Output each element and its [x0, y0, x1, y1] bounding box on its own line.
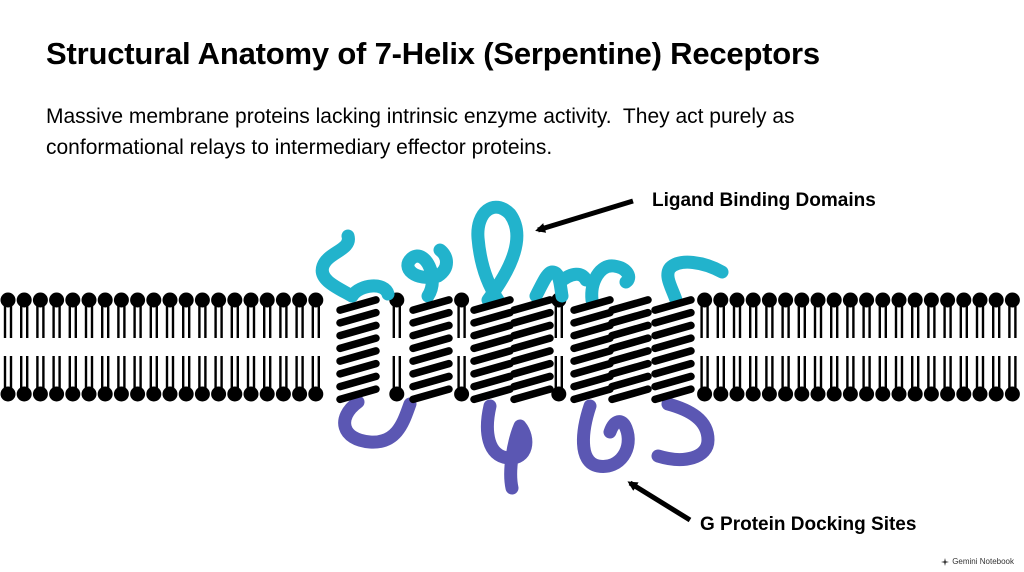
lipid	[1004, 292, 1020, 402]
lipid	[243, 292, 259, 402]
lipid	[745, 292, 761, 402]
transmembrane-helices	[336, 296, 695, 404]
lipid-bilayer	[0, 292, 1020, 402]
ligand-binding-label: Ligand Binding Domains	[652, 190, 876, 211]
extracellular-loop-1	[345, 279, 395, 303]
intracellular-loop-4	[651, 397, 715, 466]
gprotein-arrow	[627, 480, 692, 523]
lipid	[227, 292, 243, 402]
watermark: Gemini Notebook	[941, 557, 1014, 566]
lipid	[65, 292, 81, 402]
lipid	[956, 292, 972, 402]
lipid	[859, 292, 875, 402]
lipid	[713, 292, 729, 402]
lipid	[162, 292, 178, 402]
helix-1	[336, 296, 380, 404]
extracellular-loop-3	[471, 200, 524, 307]
lipid	[292, 292, 308, 402]
lipid	[810, 292, 826, 402]
lipid	[875, 292, 891, 402]
slide-title: Structural Anatomy of 7-Helix (Serpentin…	[46, 36, 820, 71]
lipid	[49, 292, 65, 402]
helix-5	[570, 296, 614, 404]
subtitle-line: Massive membrane proteins lacking intrin…	[46, 105, 795, 128]
subtitle-line: conformational relays to intermediary ef…	[46, 136, 553, 159]
helix-4	[510, 296, 554, 404]
lipid	[940, 292, 956, 402]
intracellular-loop-1	[338, 395, 417, 449]
extracellular-loop-6	[661, 255, 729, 307]
extracellular-loop-4	[529, 265, 593, 303]
helix-6	[608, 296, 652, 404]
lipid	[97, 292, 113, 402]
lipid	[729, 292, 745, 402]
lipid	[16, 292, 32, 402]
lipid	[778, 292, 794, 402]
lipid	[794, 292, 810, 402]
n-terminus-tail	[315, 229, 359, 303]
lipid	[988, 292, 1004, 402]
lipid	[32, 292, 48, 402]
lipid	[275, 292, 291, 402]
lipid	[907, 292, 923, 402]
helix-7	[651, 296, 695, 404]
watermark-text: Gemini Notebook	[952, 557, 1014, 566]
lipid	[113, 292, 129, 402]
lipid	[130, 292, 146, 402]
slide-subtitle: Massive membrane proteins lacking intrin…	[46, 101, 976, 163]
lipid	[923, 292, 939, 402]
lipid	[389, 292, 405, 402]
lipid	[81, 292, 97, 402]
lipid	[842, 292, 858, 402]
intracellular-loop-3	[576, 399, 635, 473]
lipid	[761, 292, 777, 402]
gprotein-docking-label: G Protein Docking Sites	[700, 514, 916, 535]
lipid	[697, 292, 713, 402]
helix-2	[409, 296, 453, 404]
lipid	[211, 292, 227, 402]
lipid	[972, 292, 988, 402]
sparkle-icon	[941, 557, 950, 566]
extracellular-loop-2	[401, 243, 453, 303]
lipid	[551, 292, 567, 402]
lipid	[146, 292, 162, 402]
lipid	[308, 292, 324, 402]
lipid	[178, 292, 194, 402]
lipid	[194, 292, 210, 402]
helix-3	[470, 296, 514, 404]
extracellular-loops	[315, 200, 729, 307]
lipid	[826, 292, 842, 402]
lipid	[891, 292, 907, 402]
intracellular-loops	[338, 395, 715, 495]
intracellular-loop-2	[481, 399, 533, 495]
lipid	[259, 292, 275, 402]
lipid	[454, 292, 470, 402]
extracellular-loop-5	[585, 259, 636, 307]
ligand-arrow	[535, 198, 634, 233]
lipid	[0, 292, 16, 402]
